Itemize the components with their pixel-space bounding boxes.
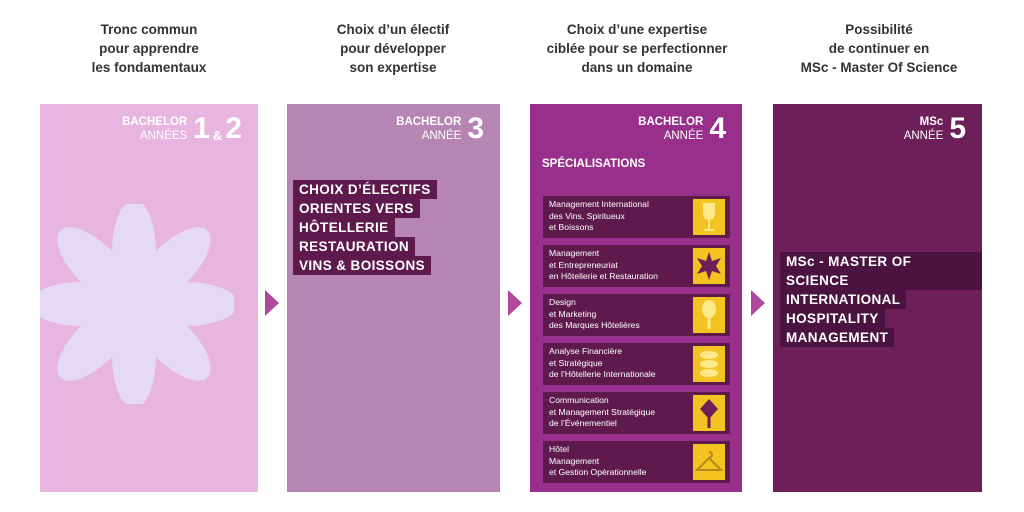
hanger-icon [693,444,725,480]
year-number: 4 [709,112,726,145]
diamond-pin-icon [693,395,725,431]
specialization-item: Management International des Vins, Spiri… [543,196,730,238]
year-tag: BACHELOR ANNÉE 4 [638,114,726,144]
column-bachelor-year-4: BACHELOR ANNÉE 4 SPÉCIALISATIONS Managem… [530,104,742,492]
program-label: BACHELOR [396,116,462,128]
column-bachelor-year-3: BACHELOR ANNÉE 3 CHOIX D’ÉLECTIFS ORIENT… [287,104,500,492]
year-tag: MSc ANNÉE 5 [904,114,966,144]
specializations-title: SPÉCIALISATIONS [542,158,646,170]
stacked-coins-icon [693,346,725,382]
year-label: ANNÉE [663,130,704,142]
year-tag: BACHELOR ANNÉE 3 [396,114,484,144]
highlight-line: INTERNATIONAL [780,290,907,309]
year-label: ANNÉE [903,130,944,142]
highlight-line: MSc - MASTER OF SCIENCE [780,252,982,290]
arrow-right-icon [265,290,279,316]
highlight-line: HOSPITALITY [780,309,885,328]
specialization-item: Communication et Management Stratégique … [543,392,730,434]
specialization-item: Design et Marketing des Marques Hôtelièr… [543,294,730,336]
column-msc-year-5: MSc ANNÉE 5 MSc - MASTER OF SCIENCE INTE… [773,104,982,492]
spoon-icon [693,297,725,333]
elective-highlight: CHOIX D’ÉLECTIFS ORIENTES VERS HÔTELLERI… [293,180,437,275]
year-number: 5 [949,112,966,145]
msc-highlight: MSc - MASTER OF SCIENCE INTERNATIONAL HO… [780,252,982,347]
highlight-line: ORIENTES VERS [293,199,420,218]
year-tag: BACHELOR ANNÉES 1 & 2 [122,114,242,144]
specialization-item: Management et Entrepreneuriat en Hôtelle… [543,245,730,287]
heading-msc: Possibilité de continuer en MSc - Master… [800,22,958,75]
specialization-label: Management et Entrepreneuriat en Hôtelle… [549,248,658,281]
arrow-right-icon [751,290,765,316]
highlight-line: VINS & BOISSONS [293,256,432,275]
year-number: 3 [467,112,484,145]
year-number: 2 [225,112,242,145]
highlight-line: HÔTELLERIE [293,218,395,237]
heading-common-core: Tronc commun pour apprendre les fondamen… [91,22,207,75]
arrow-right-icon [508,290,522,316]
year-label: ANNÉE [421,130,462,142]
specialization-item: Hôtel Management et Gestion Opérationnel… [543,441,730,483]
specialization-label: Analyse Financière et Stratégique de l’H… [549,346,656,379]
heading-expertise: Choix d’une expertise ciblée pour se per… [546,22,728,75]
wine-glass-icon [693,199,725,235]
specialization-label: Hôtel Management et Gestion Opérationnel… [549,444,647,477]
star-icon [693,248,725,284]
specialization-label: Management International des Vins, Spiri… [549,199,649,232]
program-label: BACHELOR [122,116,188,128]
flower-icon [40,204,234,404]
year-label: ANNÉES [139,130,188,142]
specialization-label: Communication et Management Stratégique … [549,395,656,428]
column-bachelor-years-1-2: BACHELOR ANNÉES 1 & 2 [40,104,258,492]
program-label: BACHELOR [638,116,704,128]
highlight-line: RESTAURATION [293,237,416,256]
program-label: MSc [919,116,944,128]
ampersand: & [212,128,223,143]
specialization-item: Analyse Financière et Stratégique de l’H… [543,343,730,385]
highlight-line: MANAGEMENT [780,328,895,347]
highlight-line: CHOIX D’ÉLECTIFS [293,180,437,199]
year-number: 1 [193,112,210,145]
heading-elective: Choix d’un électif pour développer son e… [336,22,450,75]
specialization-label: Design et Marketing des Marques Hôtelièr… [549,297,640,330]
